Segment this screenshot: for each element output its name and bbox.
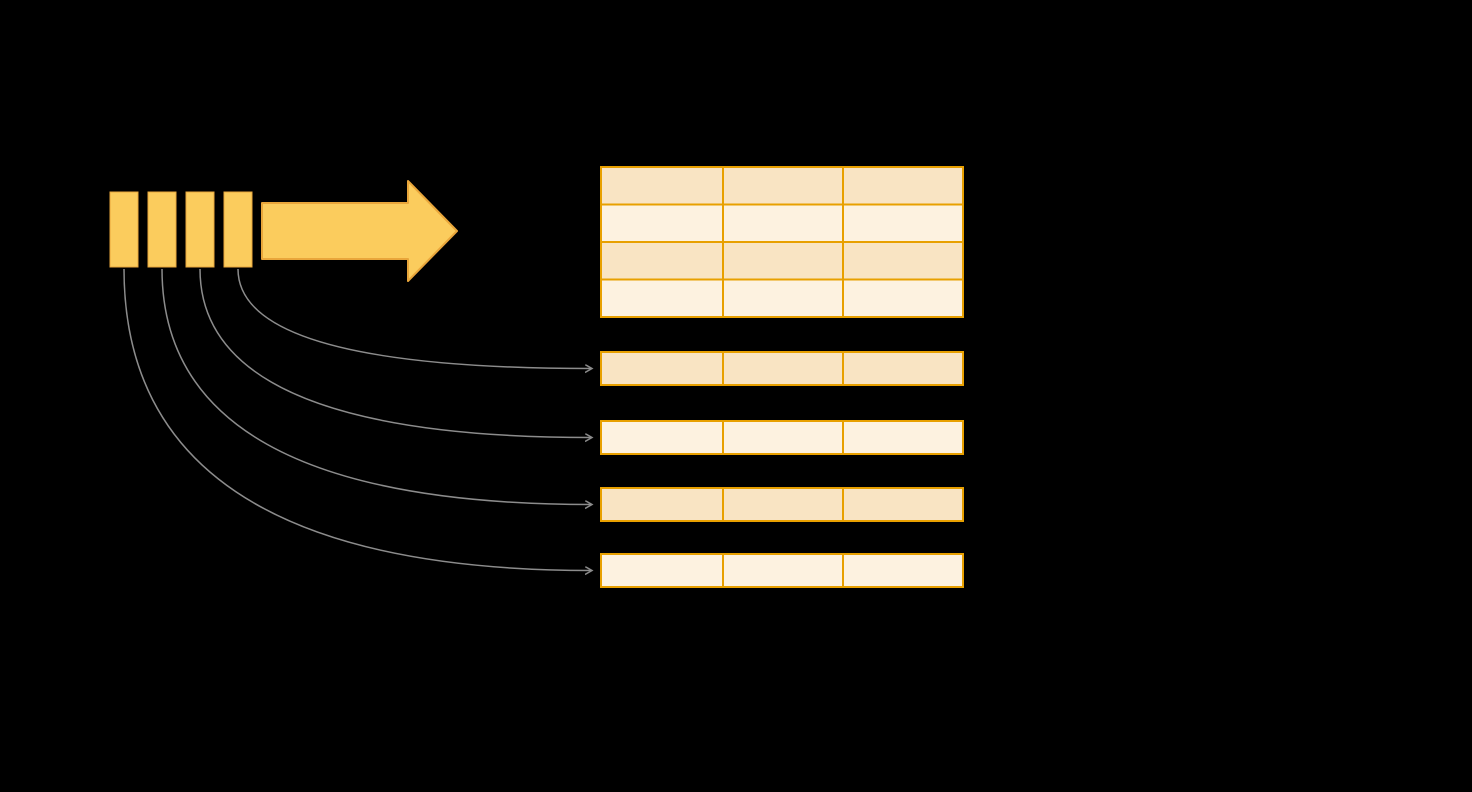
table-cell <box>842 487 964 522</box>
table-cell <box>600 553 724 588</box>
connector-arrow <box>237 268 592 369</box>
table-cell <box>600 166 724 206</box>
table-cell <box>600 278 724 318</box>
table-cell <box>600 487 724 522</box>
table-row <box>600 203 964 243</box>
table-cell <box>842 278 964 318</box>
table-row <box>600 241 964 281</box>
table-cell <box>842 351 964 386</box>
table-cell <box>722 278 844 318</box>
table-cell <box>722 351 844 386</box>
stream-bars-group <box>109 191 253 268</box>
row-table <box>600 487 964 522</box>
stream-bar <box>109 191 139 268</box>
stream-bar <box>185 191 215 268</box>
table-cell <box>842 203 964 243</box>
table-cell <box>842 553 964 588</box>
table-cell <box>842 166 964 206</box>
row-table <box>600 351 964 386</box>
table-cell <box>600 420 724 455</box>
table-cell <box>722 420 844 455</box>
table-cell <box>722 166 844 206</box>
connector-arrow <box>123 268 592 571</box>
table-cell <box>722 241 844 281</box>
row-tables-group <box>600 351 964 588</box>
connector-arrow <box>199 268 592 438</box>
batch-table <box>600 166 964 318</box>
table-row <box>600 278 964 318</box>
connector-arrow <box>161 268 592 505</box>
table-cell <box>722 203 844 243</box>
flow-arrow-icon <box>261 180 458 282</box>
table-cell <box>600 203 724 243</box>
table-cell <box>722 553 844 588</box>
row-table <box>600 553 964 588</box>
table-cell <box>600 241 724 281</box>
row-table <box>600 420 964 455</box>
table-cell <box>722 487 844 522</box>
stream-bar <box>147 191 177 268</box>
table-cell <box>842 420 964 455</box>
table-row <box>600 166 964 206</box>
table-cell <box>842 241 964 281</box>
connectors-group <box>123 268 592 571</box>
stream-bar <box>223 191 253 268</box>
table-cell <box>600 351 724 386</box>
